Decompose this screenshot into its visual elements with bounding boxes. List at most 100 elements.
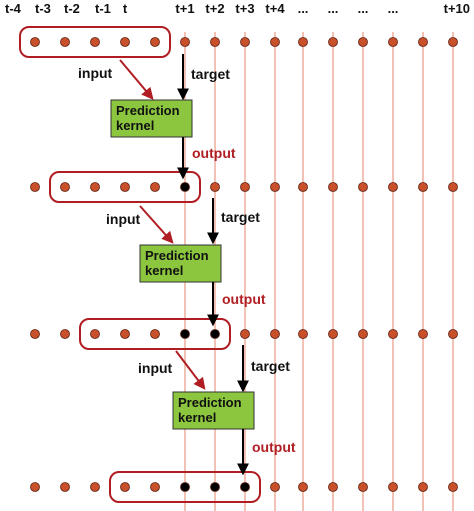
time-label: t [123,1,128,16]
predicted-node [210,329,220,339]
time-label: t+1 [175,1,194,16]
input-window-bracket [49,171,201,203]
observed-node [30,182,40,192]
time-series-row [19,26,458,58]
input-arrow [119,59,154,100]
observed-node [298,182,308,192]
observed-node [270,182,280,192]
observed-node [150,182,160,192]
observed-node [418,182,428,192]
prediction-kernel-box [172,391,255,430]
time-label: t-2 [64,1,80,16]
observed-node [90,329,100,339]
time-label: t+10 [444,1,470,16]
observed-node [358,482,368,492]
time-series-row [30,171,458,203]
observed-node [448,329,458,339]
observed-node [210,182,220,192]
observed-node [90,482,100,492]
predicted-node [240,482,250,492]
observed-node [240,182,250,192]
time-guide-lines [184,32,454,511]
predicted-node [180,482,190,492]
time-series-row [30,471,458,503]
observed-node [388,37,398,47]
target-label: target [221,209,260,225]
output-label: output [252,439,296,455]
observed-node [388,329,398,339]
input-label: input [78,65,113,81]
observed-node [60,482,70,492]
observed-node [448,182,458,192]
observed-node [298,482,308,492]
time-label: ... [358,1,369,16]
output-label: output [222,291,266,307]
observed-node [30,37,40,47]
observed-node [60,329,70,339]
input-arrow [175,350,206,390]
observed-node [150,482,160,492]
observed-node [328,37,338,47]
input-label: input [106,211,141,227]
input-label: input [138,360,173,376]
input-arrow [139,205,174,244]
observed-node [240,37,250,47]
observed-node [120,182,130,192]
prediction-kernel-label: kernel [116,118,154,133]
input-window-bracket [19,26,171,58]
observed-node [448,37,458,47]
stage-2: input target Prediction kernel output [106,198,266,327]
observed-node [418,329,428,339]
observed-node [180,37,190,47]
prediction-kernel-box [139,244,222,283]
observed-node [358,182,368,192]
prediction-kernel-label: Prediction [116,103,180,118]
target-label: target [251,358,290,374]
observed-node [270,482,280,492]
time-label: t+2 [205,1,224,16]
time-label: t-4 [5,1,22,16]
predicted-node [180,329,190,339]
time-label: ... [388,1,399,16]
observed-node [120,482,130,492]
target-label: target [191,66,230,82]
prediction-kernel-box [110,99,193,138]
observed-node [270,329,280,339]
observed-node [388,482,398,492]
observed-node [150,37,160,47]
prediction-kernel-label: Prediction [178,395,242,410]
observed-node [298,329,308,339]
time-label: ... [328,1,339,16]
observed-node [60,37,70,47]
stage-1: input target Prediction kernel output [78,54,236,180]
time-label: ... [298,1,309,16]
output-label: output [192,145,236,161]
observed-node [388,182,398,192]
observed-node [358,329,368,339]
observed-node [328,182,338,192]
time-label: t+4 [265,1,285,16]
prediction-kernel-label: kernel [178,410,216,425]
observed-node [328,329,338,339]
observed-node [418,482,428,492]
observed-node [270,37,280,47]
observed-node [240,329,250,339]
prediction-kernel-label: Prediction [145,248,209,263]
observed-node [90,182,100,192]
predicted-node [180,182,190,192]
time-label: t-3 [35,1,51,16]
observed-node [150,329,160,339]
observed-node [30,329,40,339]
observed-node [298,37,308,47]
prediction-kernel-label: kernel [145,263,183,278]
time-series-rows [19,26,458,503]
stage-3: input target Prediction kernel output [138,345,296,476]
observed-node [120,329,130,339]
observed-node [418,37,428,47]
predicted-node [210,482,220,492]
time-series-row [30,318,458,350]
observed-node [90,37,100,47]
observed-node [30,482,40,492]
observed-node [358,37,368,47]
